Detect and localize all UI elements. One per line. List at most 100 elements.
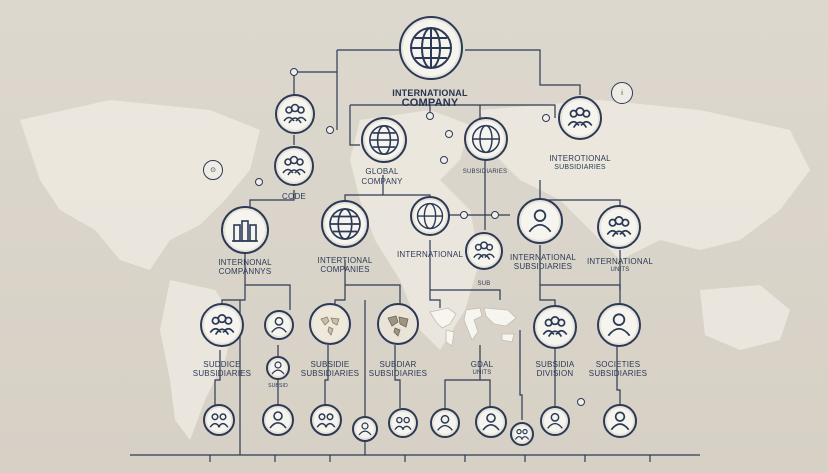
person-icon xyxy=(358,422,372,436)
small-ring-a[interactable]: ⊙ xyxy=(203,160,223,180)
mid-right-top-label1: INTEROTIONAL xyxy=(549,154,611,163)
globe-node-l2-center[interactable] xyxy=(410,196,450,236)
connector-dot xyxy=(460,211,468,219)
row3-rr-label1: SUBSIDIA xyxy=(535,360,575,369)
row3-mid-label2: SUBSIDIARIES xyxy=(300,369,360,378)
row3-mid-label1: SUBSIDIE xyxy=(310,360,350,369)
row2-mid-label1: INTERTIONAL xyxy=(317,256,373,265)
person-icon xyxy=(271,361,285,375)
globe-node-l2-mid[interactable] xyxy=(321,200,369,248)
people-group-icon xyxy=(473,241,495,260)
row3-right-label1: GDAL xyxy=(470,360,494,369)
global-label: GLOBAL xyxy=(365,167,399,176)
people-node-l3-7[interactable] xyxy=(597,303,641,347)
global-company-label: COMPANY xyxy=(361,177,403,186)
connector-dot xyxy=(445,130,453,138)
person-node-l4-9[interactable] xyxy=(540,406,570,436)
people-group-icon xyxy=(209,314,235,336)
people-group-icon xyxy=(542,316,568,338)
row3-left-label2: SUBSIDIARIES xyxy=(192,369,252,378)
globe-icon xyxy=(329,208,361,240)
small-left-label: SUBSID xyxy=(268,383,288,389)
row2-right-label1: INTERNATIONAL xyxy=(509,253,577,262)
row3-left-label1: SUDDICE xyxy=(203,360,241,369)
world-map-icon[interactable] xyxy=(428,302,520,352)
map-node-l3-3[interactable] xyxy=(309,303,351,345)
people-node-l2-r[interactable] xyxy=(517,198,563,244)
map-node-l3-4[interactable] xyxy=(377,303,419,345)
person-node-l4-7[interactable] xyxy=(475,406,507,438)
mid-right-top-label2: SUBSIDIARIES xyxy=(554,164,606,171)
globe-icon xyxy=(410,27,452,69)
globe-icon xyxy=(471,124,501,154)
connector-dot xyxy=(326,126,334,134)
map-globe-icon xyxy=(387,315,409,337)
person-icon xyxy=(547,412,563,429)
row2-left-label2: COMPANNYS xyxy=(218,267,272,276)
person-icon xyxy=(482,413,500,431)
north-america-shape xyxy=(20,100,260,270)
people-group-icon xyxy=(514,428,530,440)
people-group-icon xyxy=(283,103,307,124)
people-node-l1-left[interactable] xyxy=(275,94,315,134)
people-node-l1-right[interactable] xyxy=(558,96,602,140)
people-node-l2-far[interactable] xyxy=(597,205,641,249)
row3-far-label2: SUBSIDIARIES xyxy=(588,369,648,378)
asia-shape xyxy=(480,100,810,260)
globe-icon xyxy=(369,125,399,155)
connector-dot xyxy=(426,112,434,120)
person-node-l4-10[interactable] xyxy=(603,404,637,438)
person-node-l4-4[interactable] xyxy=(352,416,378,442)
hq-title-line2: COMPANY xyxy=(401,97,459,109)
row3-right-label2: UNITS xyxy=(472,370,492,376)
code-label: CODE xyxy=(282,192,306,201)
person-node-l4-2[interactable] xyxy=(262,404,294,436)
globe-node-subsidiaries[interactable] xyxy=(464,117,508,161)
building-icon xyxy=(232,220,258,242)
person-node-l3-2[interactable] xyxy=(264,310,294,340)
person-node-l4-8[interactable] xyxy=(510,422,534,446)
people-node-l1b[interactable] xyxy=(274,146,314,186)
small-center-label: SUB xyxy=(477,281,491,287)
australia-shape xyxy=(700,285,790,350)
row3-center-label2: SUBSIDIARIES xyxy=(368,369,428,378)
people-group-icon xyxy=(394,416,412,430)
row3-center-label1: SUBDIAR xyxy=(379,360,417,369)
person-node-l4-5[interactable] xyxy=(388,408,418,438)
row2-mid-label2: COMPANIES xyxy=(320,265,370,274)
building-node-l2[interactable] xyxy=(221,206,269,254)
person-node-l4-6[interactable] xyxy=(430,408,460,438)
people-group-icon xyxy=(316,413,336,428)
people-node-l2-c[interactable] xyxy=(465,232,503,270)
under-globe2-label: SUBSIDIARIES xyxy=(462,169,508,175)
row3-far-label1: SOCIETIES xyxy=(595,360,641,369)
globe-node-global[interactable] xyxy=(361,117,407,163)
connector-dot xyxy=(440,156,448,164)
people-node-l3-6[interactable] xyxy=(533,305,577,349)
people-group-icon xyxy=(606,216,632,238)
row3-rr-label2: DIVISION xyxy=(536,369,574,378)
person-node-l3-2b[interactable] xyxy=(266,356,290,380)
people-group-icon xyxy=(209,413,229,428)
row2-far-right-label1: INTERNATIONAL xyxy=(586,257,654,266)
person-icon xyxy=(610,411,630,431)
connector-dot xyxy=(577,398,585,406)
row2-center-label: INTERNATIONAL xyxy=(396,250,464,259)
map-globe-icon xyxy=(320,316,340,336)
person-icon xyxy=(269,411,287,429)
connector-dot xyxy=(290,68,298,76)
person-node-l4-1[interactable] xyxy=(203,404,235,436)
person-icon xyxy=(528,209,552,233)
small-ring-b[interactable]: i xyxy=(611,82,633,104)
people-node-l3-1[interactable] xyxy=(200,303,244,347)
row2-left-label1: INTERNONAL xyxy=(218,258,272,267)
row2-right-label2: SUBSIDIARIES xyxy=(513,262,573,271)
hq-globe-node[interactable] xyxy=(399,16,463,80)
people-group-icon xyxy=(282,155,306,176)
connector-dot xyxy=(255,178,263,186)
person-icon xyxy=(607,313,631,337)
connector-dot xyxy=(542,114,550,122)
person-node-l4-3[interactable] xyxy=(310,404,342,436)
person-icon xyxy=(437,414,453,431)
